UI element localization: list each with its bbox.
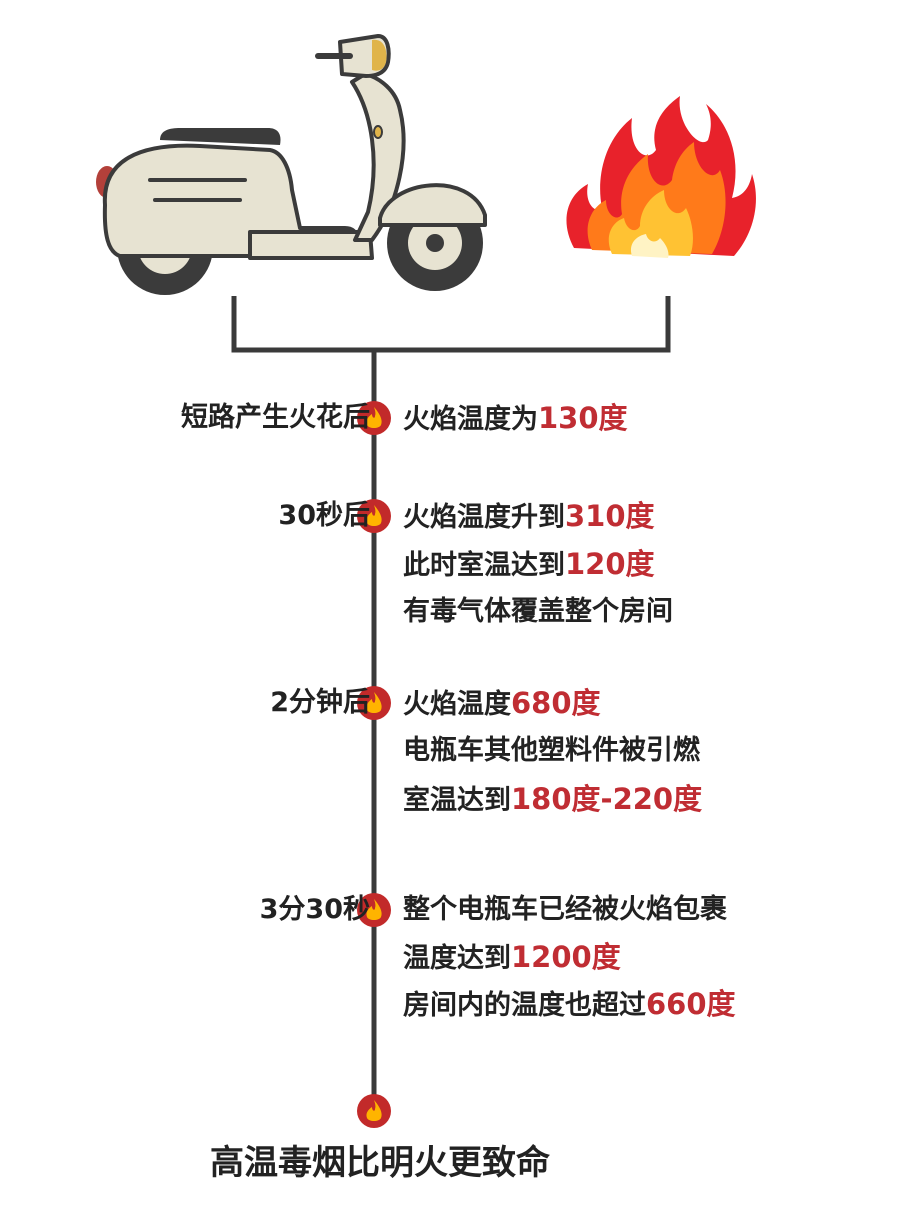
timeline-detail-line: 有毒气体覆盖整个房间 bbox=[403, 588, 673, 636]
timeline-detail-line: 室温达到180度-220度 bbox=[403, 775, 702, 825]
detail-highlight: 1200度 bbox=[511, 940, 621, 974]
timeline-marker bbox=[357, 686, 391, 720]
flame-icon bbox=[366, 692, 382, 713]
timeline-detail-line: 电瓶车其他塑料件被引燃 bbox=[403, 727, 700, 775]
timeline-time-label: 2分钟后 bbox=[270, 687, 370, 718]
detail-text: 有毒气体覆盖整个房间 bbox=[403, 596, 673, 627]
fire-illustration bbox=[566, 96, 756, 258]
timeline-marker bbox=[357, 401, 391, 435]
bracket-connector bbox=[231, 296, 671, 353]
detail-highlight: 310度 bbox=[565, 499, 655, 533]
detail-highlight: 180度-220度 bbox=[511, 782, 703, 816]
timeline-time-label: 短路产生火花后 bbox=[181, 402, 370, 433]
detail-highlight: 680度 bbox=[511, 686, 601, 720]
detail-text: 整个电瓶车已经被火焰包裹 bbox=[403, 894, 727, 925]
timeline-time-label: 3分30秒 bbox=[259, 894, 370, 925]
timeline-detail-line: 温度达到1200度 bbox=[403, 933, 621, 983]
conclusion-title: 高温毒烟比明火更致命 bbox=[210, 1143, 550, 1183]
detail-text: 火焰温度为 bbox=[403, 404, 538, 435]
detail-text: 火焰温度升到 bbox=[403, 502, 565, 533]
detail-text: 火焰温度 bbox=[403, 689, 511, 720]
timeline-time-label: 30秒后 bbox=[278, 500, 370, 531]
timeline-detail-line: 房间内的温度也超过660度 bbox=[403, 980, 736, 1030]
detail-text: 电瓶车其他塑料件被引燃 bbox=[403, 735, 700, 766]
scooter-illustration bbox=[96, 34, 487, 295]
timeline-detail-line: 火焰温度升到310度 bbox=[403, 492, 655, 542]
timeline-detail-line: 此时室温达到120度 bbox=[403, 540, 655, 590]
detail-highlight: 130度 bbox=[538, 401, 628, 435]
detail-text: 房间内的温度也超过 bbox=[403, 990, 646, 1021]
timeline-marker bbox=[357, 893, 391, 927]
timeline-detail-line: 火焰温度680度 bbox=[403, 679, 601, 729]
detail-highlight: 660度 bbox=[646, 987, 736, 1021]
detail-text: 温度达到 bbox=[403, 943, 511, 974]
timeline-detail-line: 整个电瓶车已经被火焰包裹 bbox=[403, 886, 727, 934]
flame-icon bbox=[366, 505, 382, 526]
detail-text: 此时室温达到 bbox=[403, 550, 565, 581]
detail-highlight: 120度 bbox=[565, 547, 655, 581]
flame-icon bbox=[366, 407, 382, 428]
timeline-end-marker bbox=[357, 1094, 391, 1128]
detail-text: 室温达到 bbox=[403, 785, 511, 816]
timeline-marker bbox=[357, 499, 391, 533]
flame-icon bbox=[366, 1100, 382, 1121]
timeline-detail-line: 火焰温度为130度 bbox=[403, 394, 628, 444]
flame-icon bbox=[366, 899, 382, 920]
